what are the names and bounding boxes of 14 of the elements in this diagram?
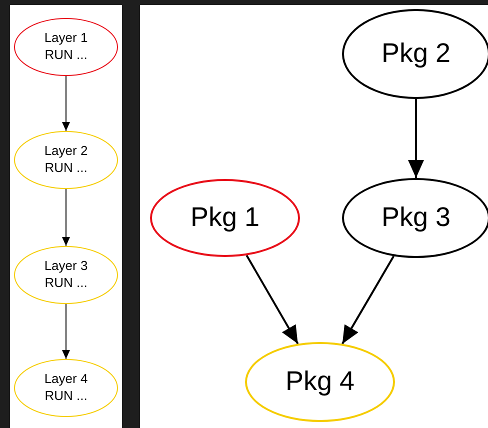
node-label: Pkg 4 bbox=[285, 365, 355, 398]
node-label: Pkg 2 bbox=[381, 37, 451, 70]
arrow bbox=[62, 76, 70, 132]
node-label: Layer 2 RUN ... bbox=[43, 143, 89, 177]
arrow bbox=[341, 256, 395, 344]
node-label: Pkg 1 bbox=[190, 201, 260, 234]
arrow bbox=[62, 304, 70, 360]
node-label: Pkg 3 bbox=[381, 201, 451, 234]
node-label: Layer 3 RUN ... bbox=[43, 258, 89, 292]
node-label: Layer 4 RUN ... bbox=[43, 371, 89, 405]
arrow bbox=[408, 99, 424, 178]
arrow bbox=[62, 188, 70, 246]
node-label: Layer 1 RUN ... bbox=[43, 30, 89, 64]
arrow bbox=[246, 254, 299, 344]
